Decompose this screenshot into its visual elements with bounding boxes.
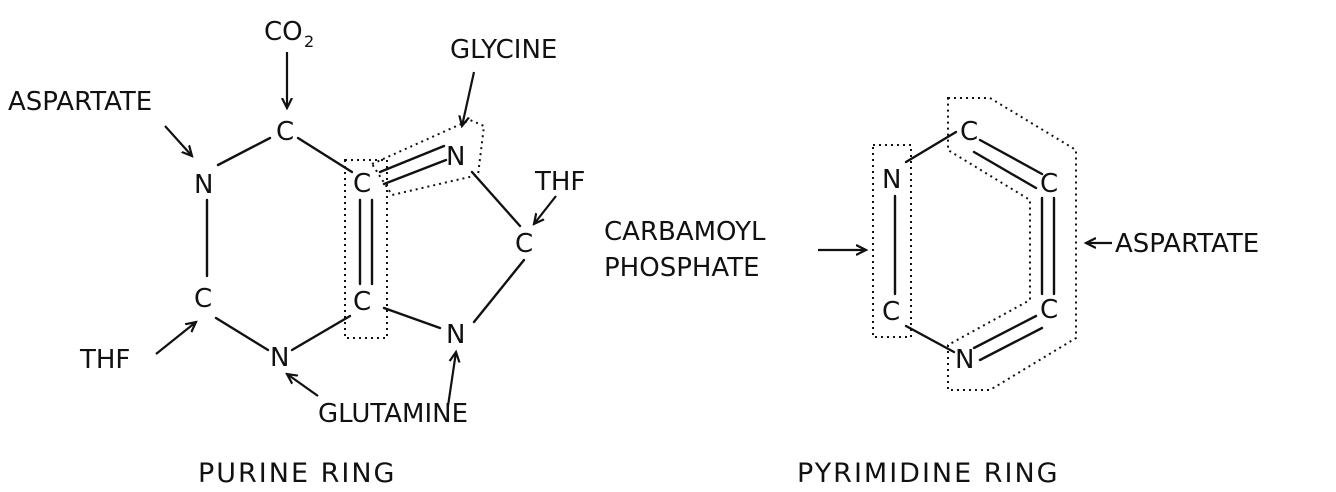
atom-c-top: C bbox=[960, 117, 978, 147]
bond-c-n-glycine-2 bbox=[382, 158, 448, 186]
bond-n-cfusedbot bbox=[290, 314, 352, 352]
label-co2: CO bbox=[264, 17, 303, 47]
atom-c-right-bot: C bbox=[1040, 295, 1058, 325]
dotted-box-glycine bbox=[370, 118, 486, 197]
label-aspartate-pyrimidine: ASPARTATE bbox=[1115, 229, 1259, 259]
purine-title: PURINE RING bbox=[198, 458, 396, 489]
atom-n-left: N bbox=[882, 165, 901, 195]
arrow-n-bot bbox=[446, 352, 456, 407]
atom-c-fused-top: C bbox=[353, 169, 371, 199]
bond-n1-c2 bbox=[216, 136, 272, 167]
bond-ctop-cright-2 bbox=[972, 150, 1038, 190]
pyrimidine-ring: C N C C C N CARBAMOYL PHOSPHATE ASPARTAT… bbox=[604, 97, 1259, 489]
bond-nbot-cright-2 bbox=[978, 326, 1044, 362]
label-co2-subscript: 2 bbox=[304, 32, 314, 51]
label-aspartate-purine: ASPARTATE bbox=[8, 87, 152, 117]
label-thf-right: THF bbox=[534, 167, 585, 197]
bond-c-n-glycine-1 bbox=[378, 144, 446, 174]
arrow-thf-right bbox=[534, 195, 557, 224]
arrow-aspartate-purine bbox=[164, 125, 192, 156]
purine-ring: C N C N C C C N N CO 2 ASPARTATE GLYCINE… bbox=[8, 17, 585, 489]
label-glycine: GLYCINE bbox=[450, 35, 557, 65]
bond-n-ctop bbox=[904, 130, 958, 164]
atom-c-thf: C bbox=[515, 229, 533, 259]
pyrimidine-title: PYRIMIDINE RING bbox=[797, 458, 1060, 489]
bond-n-cthf bbox=[470, 170, 522, 228]
label-phosphate: PHOSPHATE bbox=[604, 253, 760, 283]
atom-c-fused-bot: C bbox=[353, 287, 371, 317]
arrow-glycine bbox=[462, 71, 476, 126]
atom-n-glycine: N bbox=[446, 142, 465, 172]
bond-cleft-nbot bbox=[904, 324, 956, 354]
bond-c2-c6 bbox=[296, 136, 354, 174]
label-thf-left: THF bbox=[79, 345, 130, 375]
bond-ctop-cright-1 bbox=[978, 138, 1044, 176]
bond-cfusedbot-n bbox=[382, 306, 442, 330]
atom-c2: C bbox=[276, 117, 294, 147]
atom-n-bot-right: N bbox=[446, 320, 465, 350]
label-glutamine: GLUTAMINE bbox=[318, 399, 468, 429]
bond-nbot-cright-1 bbox=[972, 314, 1038, 350]
arrow-thf-left bbox=[155, 322, 196, 355]
dotted-box-fused bbox=[344, 159, 388, 339]
atom-n-glutamine: N bbox=[270, 343, 289, 373]
atom-c-left-bot: C bbox=[882, 297, 900, 327]
arrow-glutamine bbox=[287, 374, 319, 397]
dotted-box-aspartate bbox=[947, 97, 1077, 391]
atom-c-thf-left: C bbox=[194, 284, 212, 314]
atom-n-bot: N bbox=[955, 345, 974, 375]
label-carbamoyl: CARBAMOYL bbox=[604, 217, 766, 247]
atom-c-right-top: C bbox=[1040, 169, 1058, 199]
bond-cthf-n bbox=[214, 316, 270, 352]
atom-n1: N bbox=[194, 170, 213, 200]
bond-cthf-nbot bbox=[472, 258, 526, 324]
dotted-box-carbamoyl bbox=[872, 144, 912, 338]
